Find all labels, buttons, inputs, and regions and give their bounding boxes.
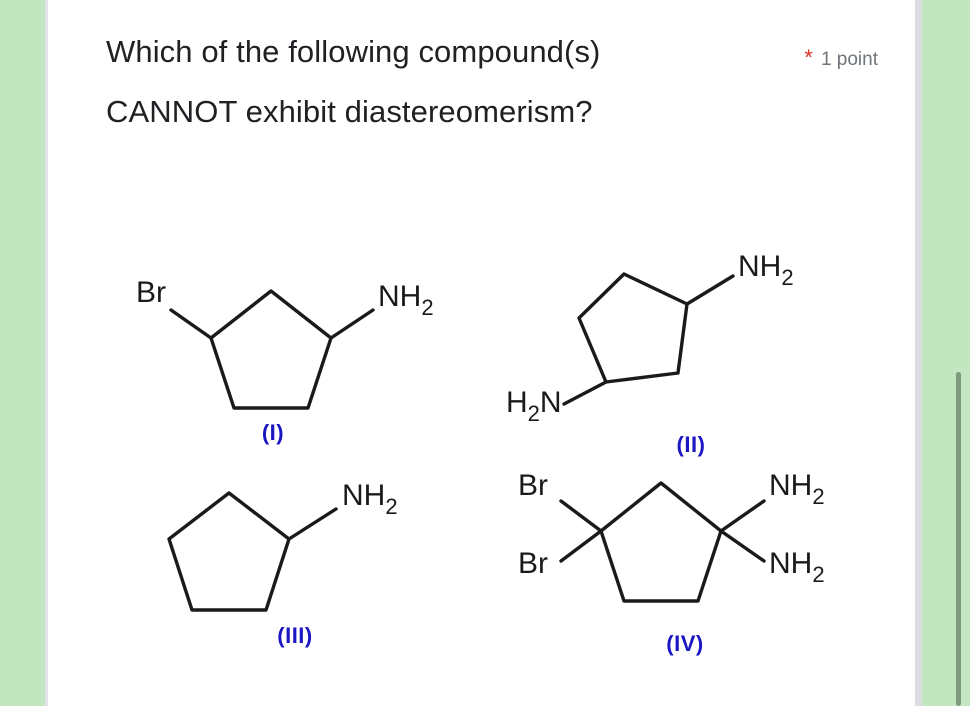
bond-to-nh2: [329, 308, 375, 340]
label-nh2-right: NH2: [342, 479, 398, 519]
bond-to-nh2: [287, 507, 338, 541]
points-group: * 1 point: [804, 45, 878, 71]
label-nh2-bottom-sub: 2: [812, 562, 824, 587]
structure-4: Br Br NH2 NH2 (IV): [506, 461, 876, 657]
bond-to-nh2: [685, 274, 735, 306]
card-left-divider: [45, 0, 48, 706]
label-nh2-upper-right: NH2: [738, 250, 794, 290]
structure-1-label: (I): [261, 420, 285, 445]
structure-1: Br NH2 (I): [126, 266, 486, 446]
cyclopentane-ring: [577, 272, 689, 384]
label-h2n-n: N: [540, 386, 562, 419]
structure-2-diagram: NH2 H2N: [506, 250, 794, 426]
structure-1-diagram: Br NH2: [136, 276, 434, 410]
structure-3-label: (III): [277, 623, 313, 648]
label-nh2-right-sub: 2: [385, 494, 397, 519]
cyclopentane-ring: [599, 481, 723, 603]
label-br-top: Br: [518, 469, 548, 502]
label-nh2-right-main: NH: [342, 479, 385, 512]
bond-to-br: [169, 308, 213, 340]
structure-grid: Br NH2 (I) NH2 H2N: [106, 246, 906, 696]
structure-4-label: (IV): [666, 631, 704, 656]
label-br-bottom: Br: [518, 547, 548, 580]
vertical-scrollbar-thumb[interactable]: [956, 372, 961, 706]
cyclopentane-ring: [167, 491, 291, 612]
bond-to-br-top: [559, 499, 603, 533]
label-nh2-right-main: NH: [378, 280, 421, 313]
structure-4-diagram: Br Br NH2 NH2: [518, 469, 825, 603]
structure-2-label: (II): [676, 432, 706, 457]
structure-3: NH2 (III): [146, 471, 506, 649]
label-nh2-right-sub: 2: [421, 295, 433, 320]
label-nh2-upper-right-sub: 2: [781, 265, 793, 290]
bond-to-h2n: [562, 380, 608, 406]
question-card: Which of the following compound(s) CANNO…: [48, 0, 915, 706]
card-right-divider: [915, 0, 922, 706]
vertical-scrollbar-track[interactable]: [952, 0, 970, 706]
bond-to-nh2-bottom: [719, 529, 766, 563]
label-nh2-upper-right-main: NH: [738, 250, 781, 283]
bond-to-nh2-top: [719, 499, 766, 533]
label-h2n-h: H: [506, 386, 528, 419]
label-nh2-top-sub: 2: [812, 484, 824, 509]
structure-3-diagram: NH2: [167, 479, 398, 612]
bond-to-br-bottom: [559, 529, 603, 563]
label-nh2-top-main: NH: [769, 469, 812, 502]
label-nh2-right: NH2: [378, 280, 434, 320]
label-h2n-sub: 2: [528, 401, 540, 426]
label-nh2-bottom: NH2: [769, 547, 825, 587]
question-title: Which of the following compound(s) CANNO…: [106, 34, 610, 129]
structure-2: NH2 H2N (II): [506, 246, 876, 458]
points-label: 1 point: [820, 49, 878, 70]
label-nh2-top: NH2: [769, 469, 825, 509]
label-br-left: Br: [136, 276, 166, 309]
required-asterisk-icon: *: [804, 45, 813, 70]
label-h2n-lower-left: H2N: [506, 386, 562, 426]
label-nh2-bottom-main: NH: [769, 547, 812, 580]
cyclopentane-ring: [209, 289, 333, 410]
